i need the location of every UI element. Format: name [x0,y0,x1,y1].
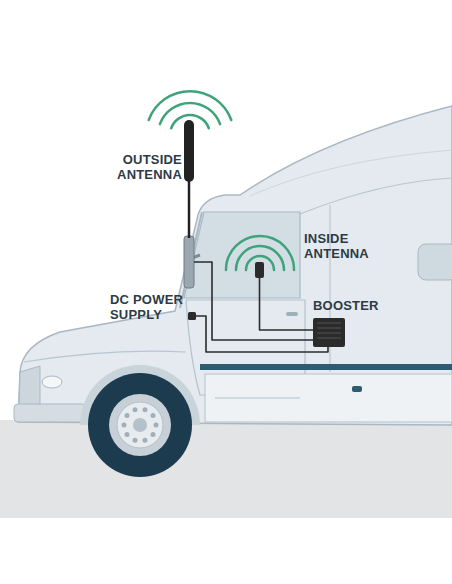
mirror [184,236,194,288]
marker-light [352,386,362,392]
cables [194,262,328,352]
bumper [14,404,86,422]
part-label: BOOSTER [313,298,379,313]
tire [88,373,192,477]
booster-unit [313,318,345,347]
outside-antenna [184,120,194,182]
booster-fins [317,323,341,338]
lug-nuts [122,407,159,442]
hood-line [24,351,186,362]
door-handle [286,312,298,316]
side-window [184,212,300,298]
part-label: DC POWER SUPPLY [110,292,186,322]
sleeper-window [418,244,452,280]
headlight [42,376,62,388]
hub-cap [133,418,147,432]
truck-body [18,106,452,425]
side-skirt [205,374,452,422]
inside-antenna [255,262,264,278]
side-stripe [200,364,452,370]
antenna-mast [188,178,191,238]
fairing-line [300,178,452,214]
fairing-line [250,150,452,196]
rim [109,394,171,456]
dc-plug [188,312,196,320]
a-pillar [180,212,202,308]
ground [0,420,452,518]
hub [117,402,163,448]
step [215,398,300,399]
part-label: INSIDE ANTENNA [304,231,384,261]
part-label: OUTSIDE ANTENNA [104,152,182,182]
grille [19,366,40,408]
